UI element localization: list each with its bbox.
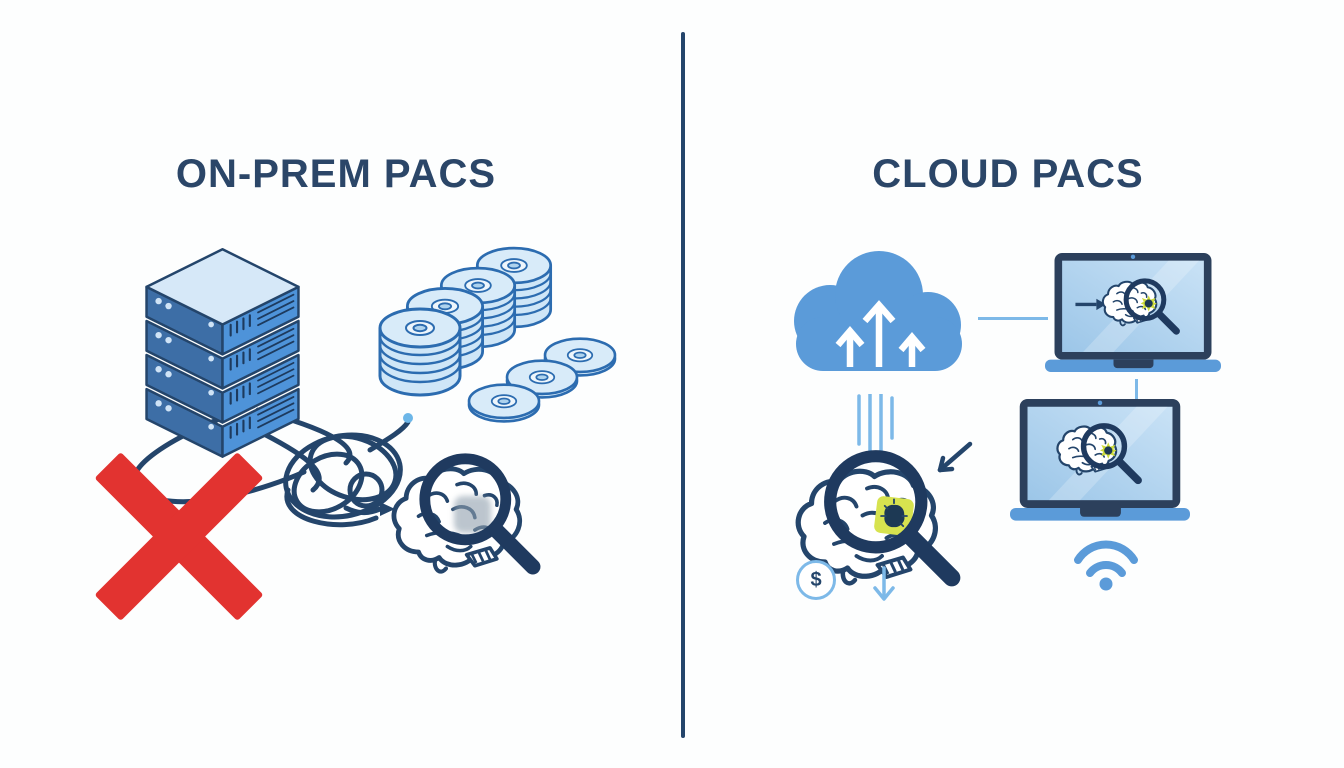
dollar-cost-icon: $	[796, 560, 836, 600]
brain-magnifier-blurred-icon	[386, 446, 576, 608]
laptop-viewer-1-icon	[1045, 253, 1221, 372]
upload-arrows	[835, 300, 926, 367]
screen-arrow	[1096, 298, 1106, 311]
cable-end-dot	[403, 413, 413, 423]
server-stack-icon	[145, 248, 300, 458]
cd-archive-icon	[378, 246, 617, 423]
down-arrow-icon	[873, 566, 895, 601]
laptop-viewer-2-icon	[1010, 398, 1190, 521]
cloud-upload-icon	[794, 251, 962, 371]
wifi-icon	[1074, 540, 1138, 591]
blurred-region	[454, 496, 491, 533]
right-panel-title: CLOUD PACS	[872, 152, 1144, 196]
pointer-arrow-icon	[937, 441, 973, 473]
data-stream-lines	[857, 394, 894, 452]
dollar-symbol: $	[810, 568, 822, 591]
cloud-to-laptop-connector	[978, 317, 1048, 320]
laptop-to-laptop-connector	[1135, 379, 1138, 403]
arrow-to-brain	[380, 502, 395, 516]
rejected-cross-icon	[94, 452, 264, 621]
panel-divider	[681, 32, 685, 738]
left-panel-title: ON-PREM PACS	[175, 152, 497, 196]
